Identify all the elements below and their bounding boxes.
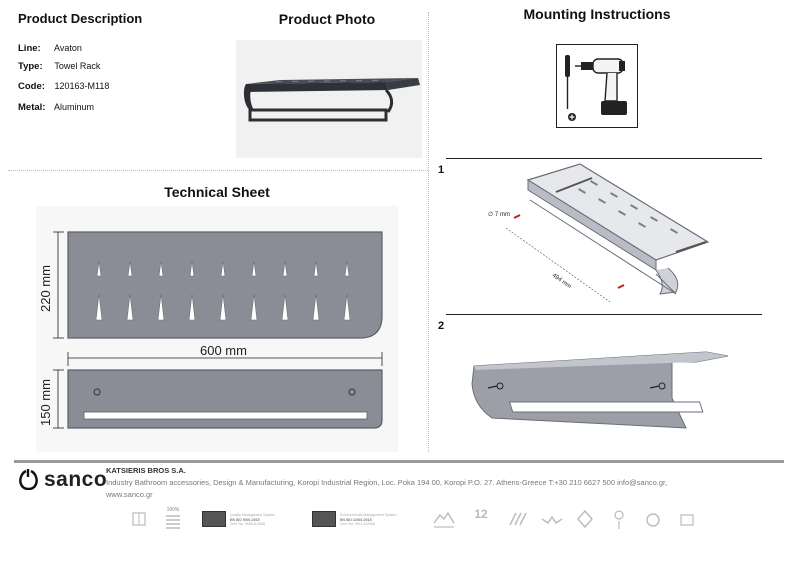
drop-circle-icon — [646, 513, 660, 527]
spec-value: Aluminum — [54, 102, 95, 112]
cert-number: Cert. No: 9911-A/2068 — [340, 522, 375, 526]
diamond-icon — [577, 509, 593, 529]
sanco-logo-icon — [19, 469, 38, 490]
tools-icon-box — [556, 44, 638, 128]
recycle-bars-icon — [166, 515, 180, 529]
product-description-heading: Product Description — [18, 11, 143, 26]
mounting-heading: Mounting Instructions — [523, 6, 671, 22]
spec-code: Code: 120163-M118 — [18, 81, 109, 92]
wave-icon — [541, 515, 563, 524]
horizontal-divider — [8, 170, 428, 171]
iso-14001-badge: Environmental Management System EN ISO 1… — [312, 507, 412, 533]
technical-drawing: 220 mm 600 mm 150 mm — [36, 206, 398, 452]
distance-label: 494 mm — [551, 273, 572, 290]
company-name: KATSIERIS BROS S.A. — [106, 466, 186, 475]
eu-flag-icon — [312, 511, 336, 527]
badge-100-percent: 100% — [162, 507, 184, 533]
company-info: Industry Bathroom accessories, Design & … — [106, 477, 716, 501]
cert-title: Environmental Management System — [340, 513, 397, 517]
company-address: Industry Bathroom accessories, Design & … — [106, 478, 668, 487]
spec-key: Metal: — [18, 102, 46, 113]
badge-100-text: 100% — [166, 507, 180, 513]
hole-label: ∅ 7 mm — [488, 211, 510, 218]
mounting-step-2-svg — [471, 351, 729, 429]
step-number: 2 — [438, 320, 445, 332]
hotel-icon — [132, 512, 146, 526]
mounting-step-1-svg: 494 mm ∅ 7 mm — [488, 163, 710, 303]
technical-sheet-heading: Technical Sheet — [164, 184, 270, 200]
spec-type: Type: Towel Rack — [18, 61, 100, 72]
spec-key: Type: — [18, 61, 43, 72]
eu-flag-icon — [202, 511, 226, 527]
sanco-logo-text: sanco — [44, 468, 108, 491]
vertical-divider — [428, 12, 429, 452]
spec-key: Code: — [18, 81, 45, 92]
warranty-12-badge: 12 — [470, 507, 492, 533]
cert-code: EN ISO 9001:2015 — [230, 517, 260, 522]
step-2-diagram — [466, 348, 732, 438]
spec-value: Towel Rack — [54, 61, 101, 71]
cert-number: Cert. No: 9096-A/2068 — [230, 522, 266, 526]
spec-value: 120163-M118 — [54, 81, 110, 91]
product-photo-heading: Product Photo — [278, 11, 376, 27]
height-front-label: 150 mm — [38, 379, 53, 426]
mountain-icon — [433, 511, 455, 528]
certification-row: 100% Quality Management System EN ISO 90… — [118, 507, 718, 533]
width-label: 600 mm — [200, 343, 247, 358]
technical-drawing-svg: 220 mm 600 mm 150 mm — [38, 231, 383, 429]
hand-icon — [680, 514, 694, 526]
warranty-12-text: 12 — [474, 507, 488, 521]
spec-metal: Metal: Aluminum — [18, 102, 94, 113]
drill-screwdriver-icon — [565, 55, 627, 121]
product-photo — [236, 40, 422, 158]
spec-value: Avaton — [54, 43, 82, 53]
cert-code: EN ISO 14001:2015 — [340, 517, 372, 522]
height-top-label: 220 mm — [38, 265, 53, 312]
step-1-diagram: 494 mm ∅ 7 mm — [470, 160, 770, 310]
cert-title: Quality Management System — [230, 513, 275, 517]
step-number: 1 — [438, 164, 445, 176]
company-website: www.sanco.gr — [106, 490, 153, 499]
slash-lines-icon — [509, 512, 527, 526]
spec-line: Line: Avaton — [18, 43, 82, 54]
spec-key: Line: — [18, 43, 41, 54]
towel-rack-photo — [243, 78, 420, 122]
step-divider — [446, 314, 762, 315]
sun-icon — [614, 510, 624, 529]
step-divider — [446, 158, 762, 159]
iso-9001-badge: Quality Management System EN ISO 9001:20… — [202, 507, 292, 533]
footer-bar — [14, 460, 784, 463]
